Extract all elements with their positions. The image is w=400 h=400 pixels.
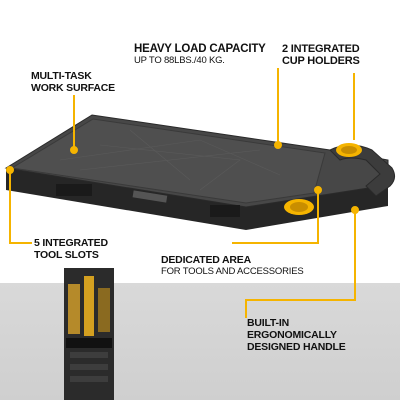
callout-tool-slots: 5 INTEGRATED TOOL SLOTS (34, 237, 108, 262)
callout-multitask-line1: MULTI-TASK (31, 70, 92, 82)
callout-multitask: MULTI-TASK WORK SURFACE (31, 70, 115, 95)
callout-heavy-sub: UP TO 88LBS./40 KG. (134, 54, 225, 66)
handle-leader (245, 210, 356, 318)
callout-handle-line2: ERGONOMICALLY (247, 328, 337, 341)
callout-leaders (6, 68, 359, 318)
callout-cup-line2: CUP HOLDERS (282, 55, 360, 68)
callout-multitask-line2: WORK SURFACE (31, 81, 115, 94)
area-leader (232, 190, 319, 244)
callout-heavy-load: HEAVY LOAD CAPACITY UP TO 88LBS./40 KG. (134, 43, 266, 67)
tray-rim (10, 118, 326, 204)
callout-handle-line1: BUILT-IN (247, 317, 289, 329)
callout-area-sub: FOR TOOLS AND ACCESSORIES (161, 265, 304, 277)
tool-slots-inset-photo (64, 268, 114, 400)
callout-handle: BUILT-IN ERGONOMICALLY DESIGNED HANDLE (247, 317, 346, 353)
callout-cup-holders: 2 INTEGRATED CUP HOLDERS (282, 43, 360, 68)
work-surface-texture (59, 129, 281, 191)
callout-handle-line3: DESIGNED HANDLE (247, 340, 346, 353)
callout-dedicated-area: DEDICATED AREA FOR TOOLS AND ACCESSORIES (161, 254, 304, 277)
tray-side (6, 168, 388, 230)
side-vents (56, 184, 240, 217)
callout-cup-line1: 2 INTEGRATED (282, 43, 360, 55)
callout-heavy-title: HEAVY LOAD CAPACITY (134, 43, 266, 55)
callout-area-title: DEDICATED AREA (161, 254, 251, 266)
callout-slots-line2: TOOL SLOTS (34, 248, 99, 261)
brand-plate (132, 190, 168, 203)
slots-leader (9, 170, 32, 244)
callout-slots-line1: 5 INTEGRATED (34, 237, 108, 249)
